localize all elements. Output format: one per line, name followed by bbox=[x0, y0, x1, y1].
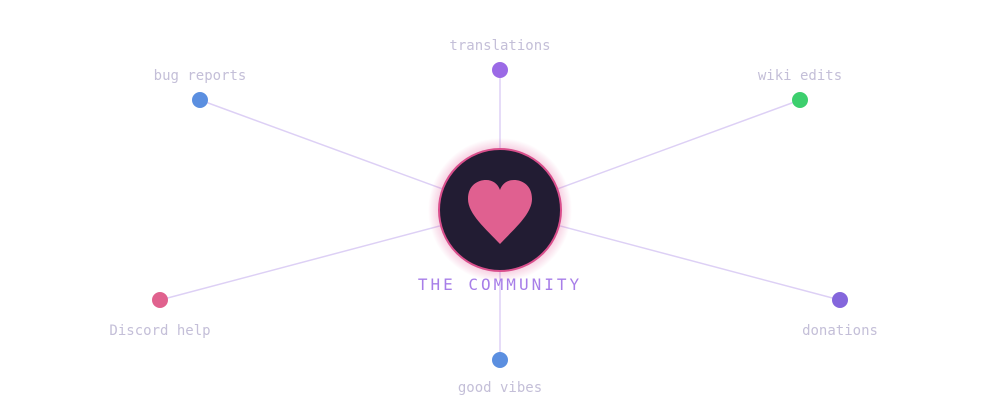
node-label-bug-reports: bug reports bbox=[154, 68, 247, 84]
heart-icon bbox=[468, 180, 532, 244]
node-label-good-vibes: good vibes bbox=[458, 380, 542, 396]
node-dot-bug-reports bbox=[192, 92, 208, 108]
hub bbox=[428, 138, 572, 282]
node-dot-donations bbox=[832, 292, 848, 308]
node-label-donations: donations bbox=[802, 323, 878, 339]
node-dot-translations bbox=[492, 62, 508, 78]
node-label-discord-help: Discord help bbox=[109, 323, 210, 339]
node-label-wiki-edits: wiki edits bbox=[758, 68, 842, 84]
node-dot-wiki-edits bbox=[792, 92, 808, 108]
hub-label: THE COMMUNITY bbox=[418, 275, 582, 294]
nodes: translations wiki edits donations good vibe… bbox=[109, 38, 878, 396]
node-dot-discord-help bbox=[152, 292, 168, 308]
node-dot-good-vibes bbox=[492, 352, 508, 368]
node-label-translations: translations bbox=[449, 38, 550, 54]
